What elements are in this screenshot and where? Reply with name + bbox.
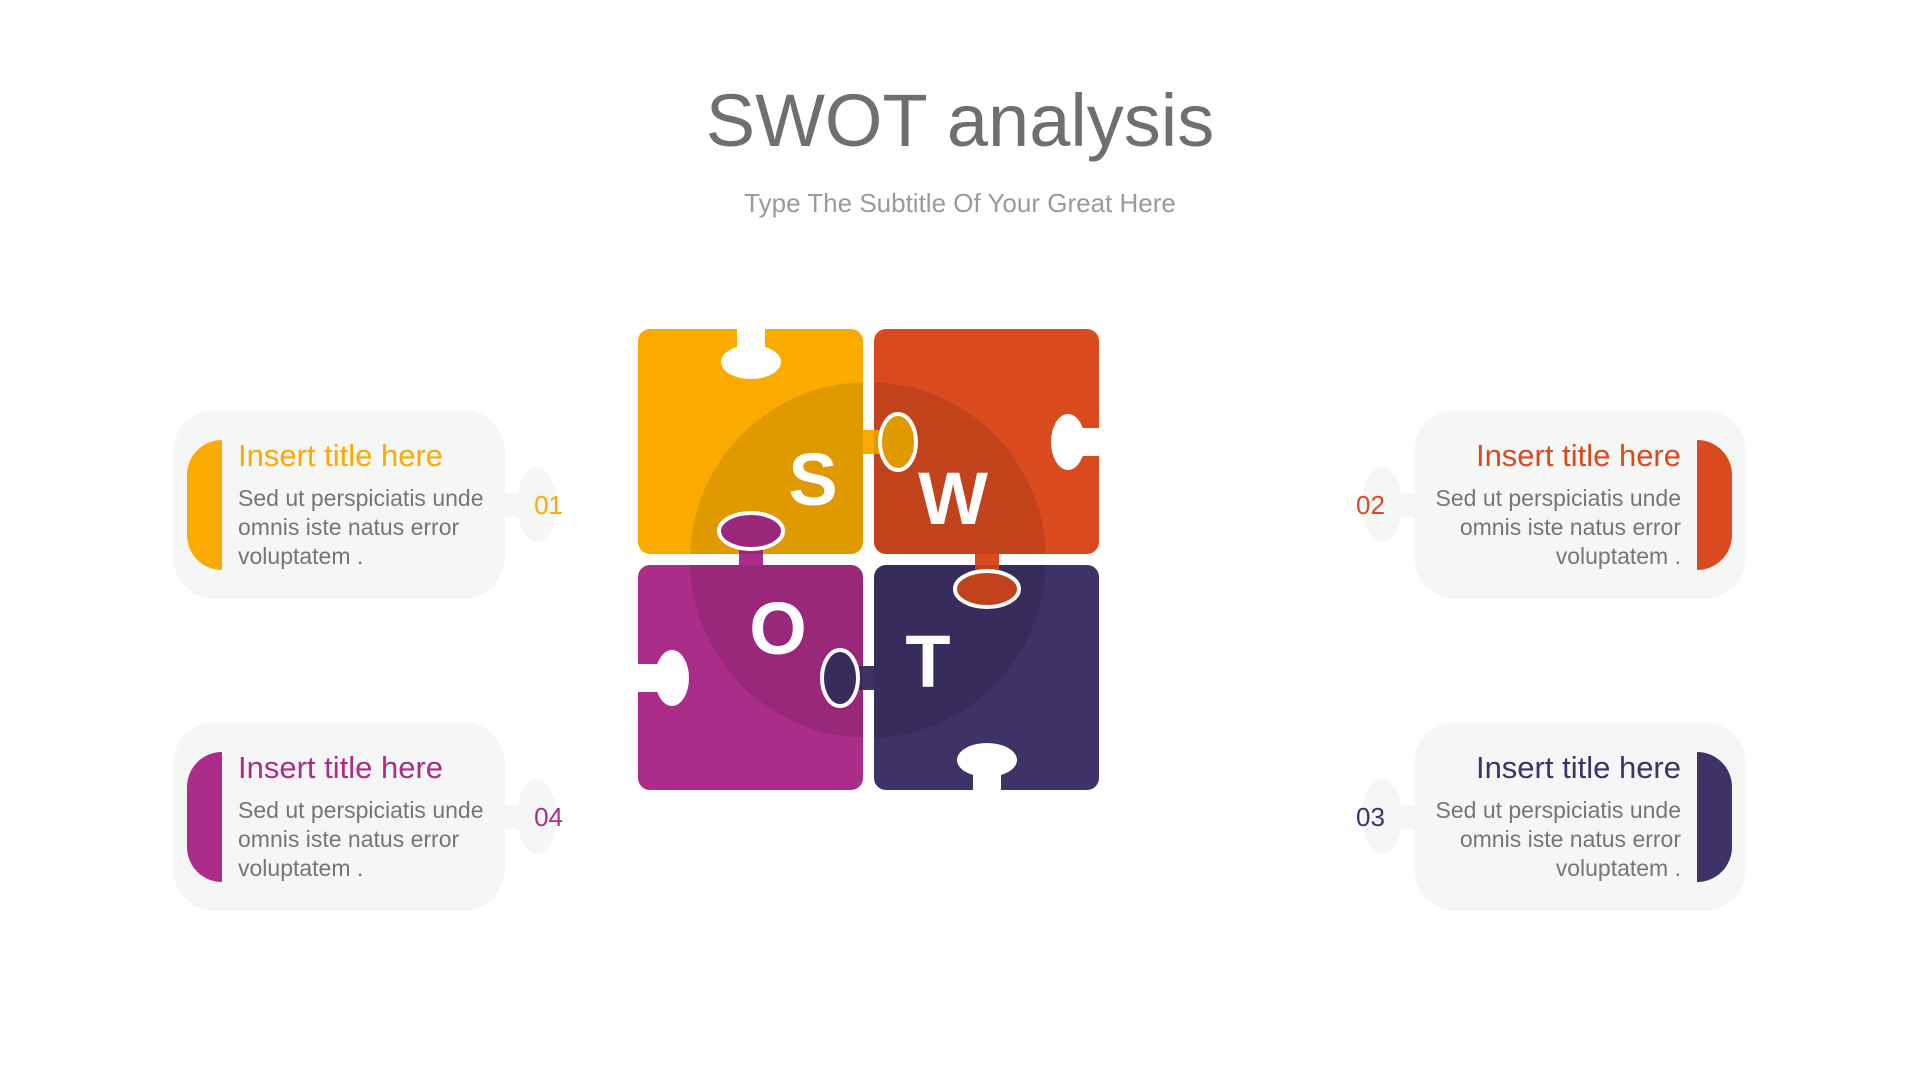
- accent-bar: [1697, 752, 1732, 882]
- card-strengths: Insert title here Sed ut perspiciatis un…: [173, 410, 563, 599]
- card-weaknesses: Insert title here Sed ut perspiciatis un…: [1356, 410, 1746, 599]
- accent-bar: [187, 440, 222, 570]
- card-title: Insert title here: [238, 438, 444, 473]
- knob-opportunities: [719, 513, 783, 549]
- letter-w: W: [918, 457, 988, 540]
- card-number: 03: [1356, 802, 1385, 832]
- card-title: Insert title here: [1475, 750, 1681, 785]
- knob-strengths: [880, 414, 916, 470]
- card-number: 01: [534, 490, 563, 520]
- piece-threats: [874, 565, 1099, 790]
- card-threats: Insert title here Sed ut perspiciatis un…: [1356, 722, 1746, 911]
- piece-strengths: [638, 329, 863, 554]
- piece-weaknesses: [874, 329, 1099, 554]
- accent-bar: [1697, 440, 1732, 570]
- letter-s: S: [788, 438, 837, 521]
- card-tab: [517, 467, 557, 542]
- puzzle-holes: [637, 329, 1100, 792]
- card-body: Sed ut perspiciatis unde omnis iste natu…: [1435, 797, 1682, 881]
- letter-t: T: [905, 620, 950, 703]
- card-number: 04: [534, 802, 563, 832]
- card-body: Sed ut perspiciatis unde omnis iste natu…: [1435, 485, 1682, 569]
- card-number: 02: [1356, 490, 1385, 520]
- card-body: Sed ut perspiciatis unde omnis iste natu…: [238, 797, 484, 881]
- card-tab: [1362, 779, 1402, 854]
- letter-o: O: [749, 587, 807, 670]
- knob-weaknesses: [955, 571, 1019, 607]
- card-opportunities: Insert title here Sed ut perspiciatis un…: [173, 722, 563, 911]
- page-title: SWOT analysis: [705, 79, 1215, 162]
- card-title: Insert title here: [238, 750, 444, 785]
- card-body: Sed ut perspiciatis unde omnis iste natu…: [238, 485, 484, 569]
- page-subtitle: Type The Subtitle Of Your Great Here: [744, 188, 1176, 218]
- card-title: Insert title here: [1475, 438, 1681, 473]
- card-tab: [1362, 467, 1402, 542]
- piece-opportunities: [638, 565, 863, 790]
- card-tab: [517, 779, 557, 854]
- knob-threats: [822, 650, 858, 706]
- accent-bar: [187, 752, 222, 882]
